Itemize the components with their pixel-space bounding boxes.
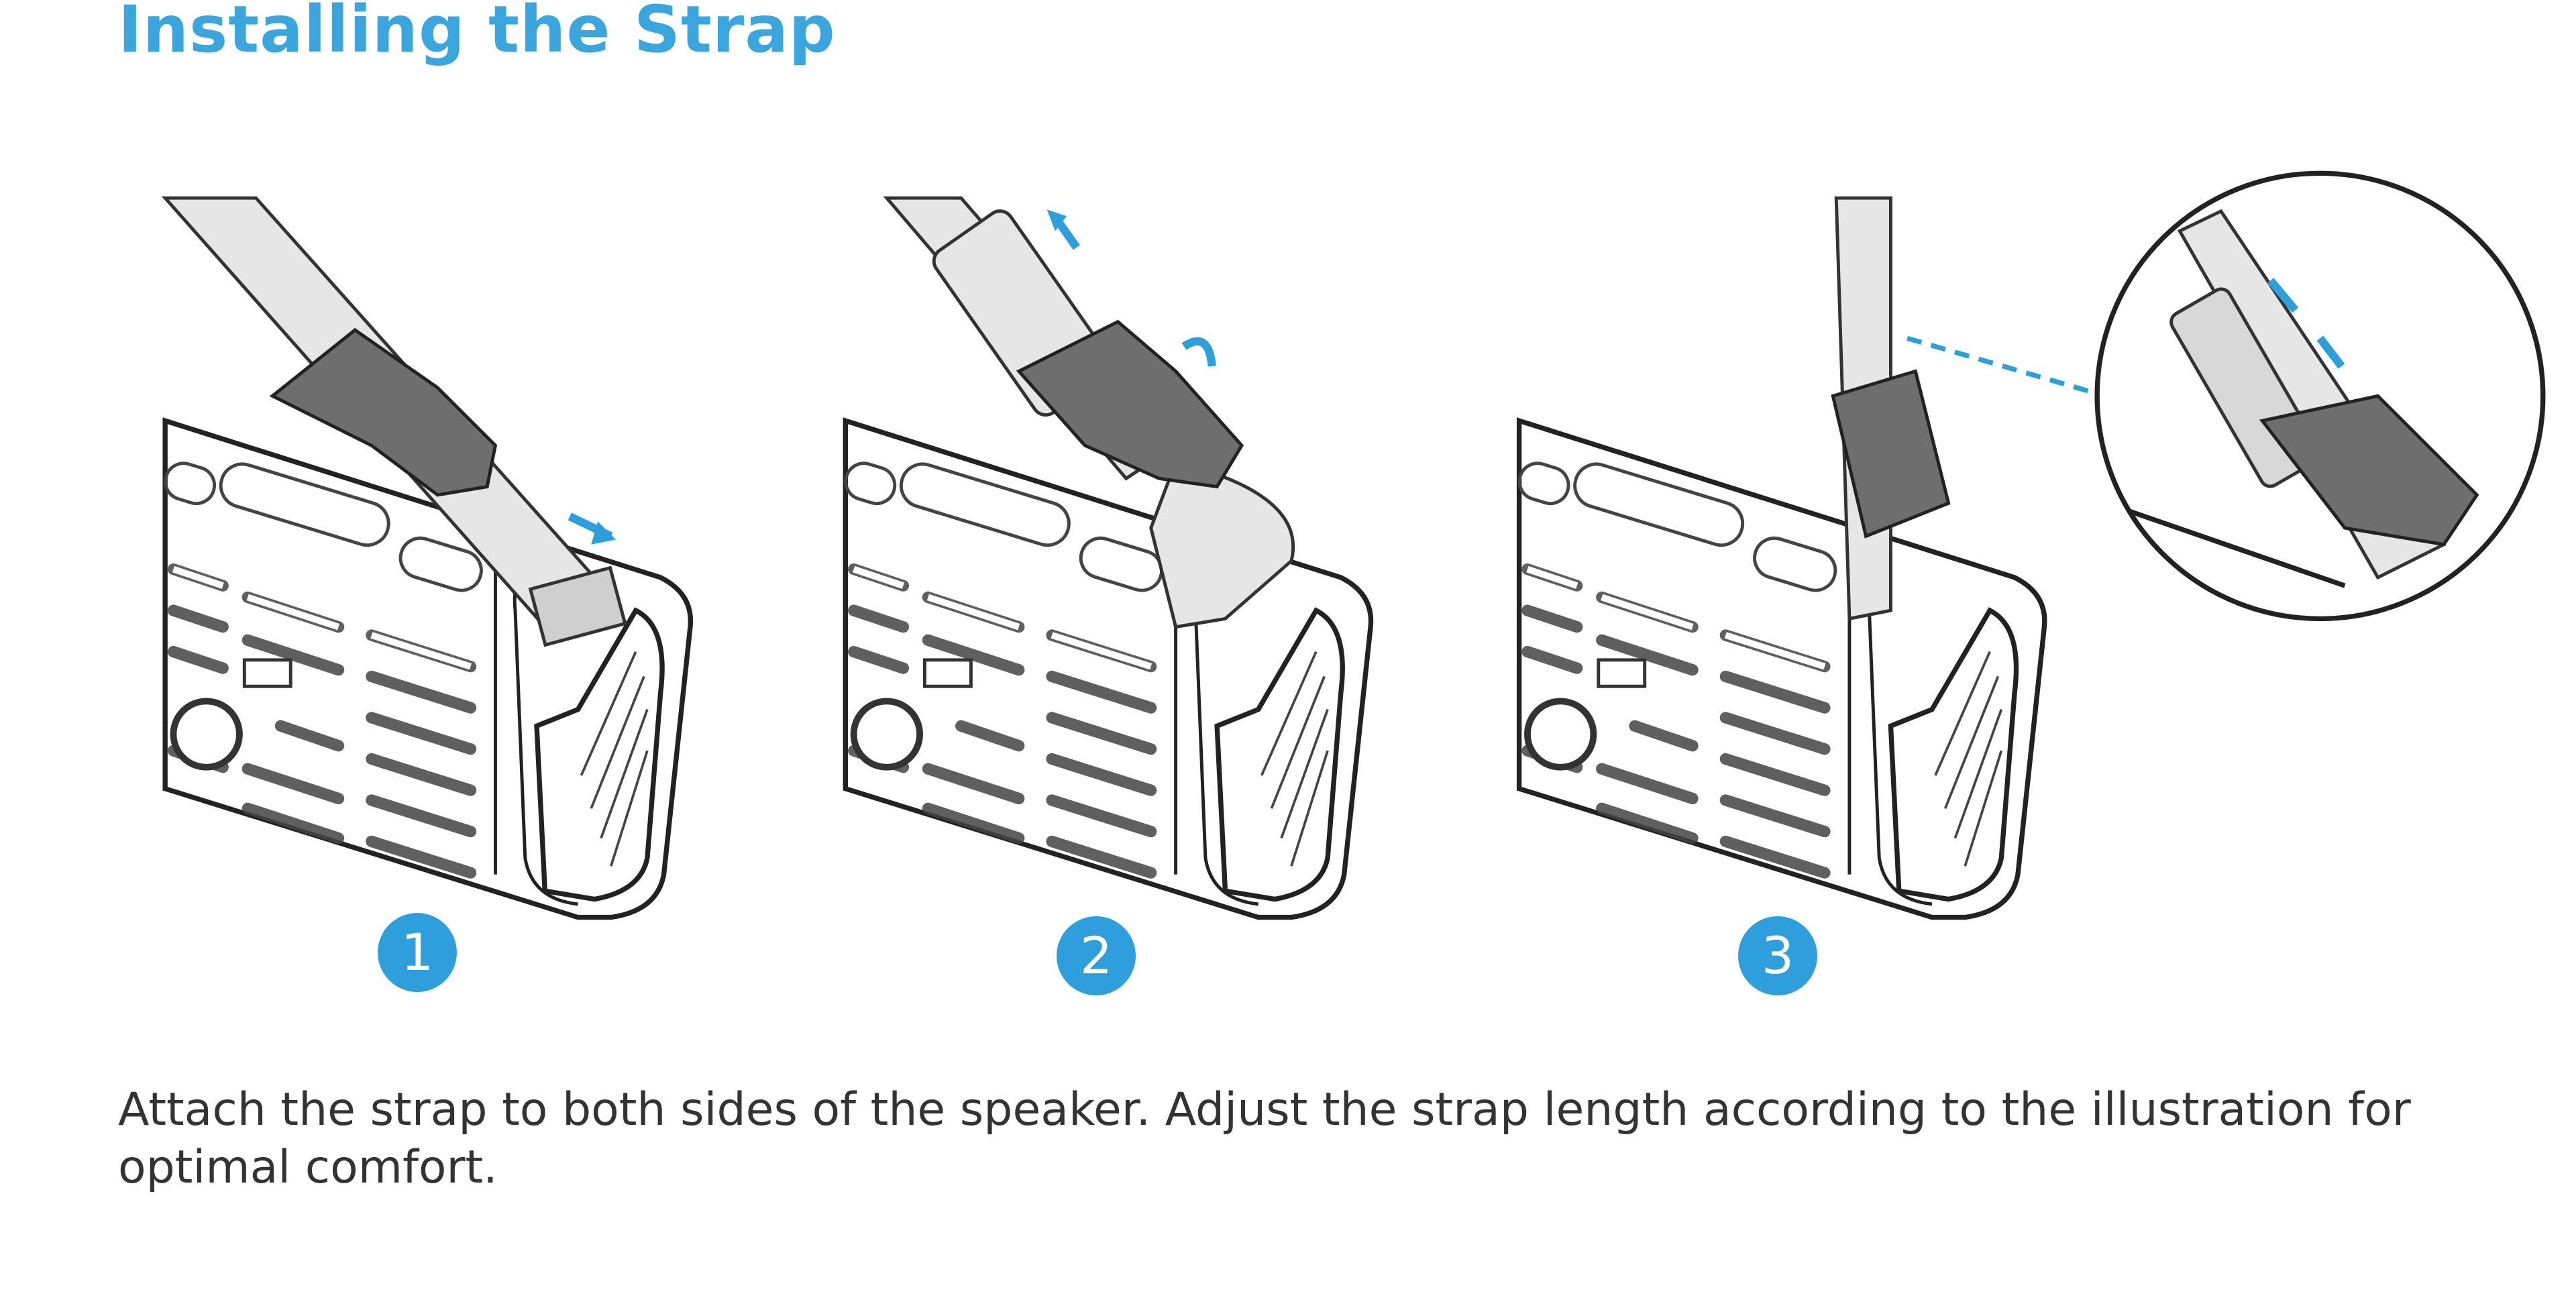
step-2-illustration xyxy=(841,196,1371,917)
step-1-illustration xyxy=(161,196,691,917)
step-badge-1: 1 xyxy=(378,913,457,992)
step-badge-3: 3 xyxy=(1738,916,1817,995)
detail-zoom-circle xyxy=(2094,170,2546,622)
page-title: Installing the Strap xyxy=(118,0,836,67)
instruction-text: Attach the strap to both sides of the sp… xyxy=(118,1083,2411,1194)
step-badge-2: 2 xyxy=(1057,916,1136,995)
step-3-illustration xyxy=(1515,196,2106,917)
